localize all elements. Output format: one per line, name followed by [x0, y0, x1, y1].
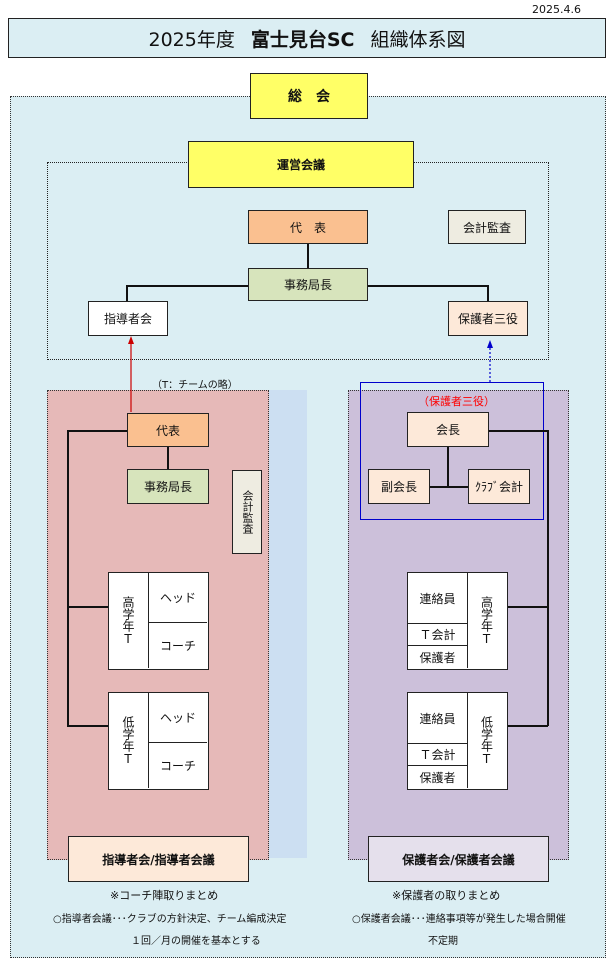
connector-line: [430, 486, 468, 488]
lower-head-cell: ヘッド: [149, 693, 207, 743]
team-abbrev-note: （T：チームの略）: [152, 380, 238, 391]
connector-line: [447, 447, 449, 487]
parents-lower-group: 連絡員 Ｔ会計 保護者 低学年T: [407, 692, 508, 790]
lower-team-treasurer-cell: Ｔ会計: [408, 744, 468, 766]
connector-line: [67, 725, 108, 727]
general-meeting-box: 総 会: [250, 73, 368, 119]
center-strip: [269, 390, 307, 858]
red-arrow-head: [128, 336, 134, 344]
connector-line: [67, 430, 127, 432]
management-meeting-box: 運営会議: [188, 141, 414, 188]
coaches-representative-box: 代表: [127, 413, 209, 447]
coaches-note-2: ○指導者会議･･･クラブの方針決定、チーム編成決定: [53, 914, 287, 925]
club-treasurer-box: ｸﾗﾌﾞ会計: [468, 469, 530, 504]
lower-coach-cell: コーチ: [149, 743, 207, 788]
parents-three-label: （保護者三役）: [418, 395, 495, 408]
parents-upper-group: 連絡員 Ｔ会計 保護者 高学年T: [407, 572, 508, 670]
connector-line: [368, 285, 488, 287]
coaches-lower-group: 低学年T ヘッド コーチ: [108, 692, 209, 790]
coaches-note-3: １回／月の開催を基本とする: [131, 936, 261, 947]
blue-arrow-head: [487, 340, 493, 348]
parents-note-2: ○保護者会議･･･連絡事項等が発生した場合開催: [352, 914, 566, 925]
vice-chair-box: 副会長: [368, 469, 430, 504]
upper-guardian-cell: 保護者: [408, 646, 468, 668]
parents-lower-group-label: 低学年T: [468, 693, 506, 788]
coaches-meeting-box: 指導者会/指導者会議: [68, 836, 249, 882]
connector-line: [126, 285, 128, 301]
title-subtitle: 組織体系図: [370, 28, 466, 51]
lower-guardian-cell: 保護者: [408, 766, 468, 788]
auditor-box: 会計監査: [448, 210, 526, 244]
upper-team-treasurer-cell: Ｔ会計: [408, 624, 468, 646]
parents-three-frame: [360, 382, 544, 520]
connector-line: [167, 447, 169, 469]
chair-box: 会長: [407, 412, 489, 447]
parents-meeting-box: 保護者会/保護者会議: [368, 836, 549, 882]
lower-liaison-cell: 連絡員: [408, 693, 468, 744]
upper-liaison-cell: 連絡員: [408, 573, 468, 624]
title-club: 富士見台SC: [250, 28, 355, 51]
coaches-note-1: ※コーチ陣取りまとめ: [110, 889, 219, 902]
parents-three-box: 保護者三役: [448, 301, 528, 336]
coaches-assoc-box: 指導者会: [88, 301, 168, 336]
lower-group-label: 低学年T: [109, 693, 149, 788]
connector-line: [489, 430, 548, 432]
representative-box: 代 表: [248, 210, 368, 244]
title-year: 2025年度: [148, 28, 235, 51]
coaches-auditor-box: 会計監査: [232, 470, 262, 554]
connector-line: [487, 285, 489, 301]
secretary-general-box: 事務局長: [248, 268, 368, 301]
upper-coach-cell: コーチ: [149, 623, 207, 668]
connector-line: [67, 606, 108, 608]
connector-line: [508, 606, 548, 608]
connector-line: [126, 285, 248, 287]
upper-head-cell: ヘッド: [149, 573, 207, 623]
upper-group-label: 高学年T: [109, 573, 149, 668]
coaches-upper-group: 高学年T ヘッド コーチ: [108, 572, 209, 670]
coaches-secretary-box: 事務局長: [127, 469, 209, 504]
date-label: 2025.4.6: [532, 3, 581, 16]
parents-upper-group-label: 高学年T: [468, 573, 506, 668]
connector-line: [307, 244, 309, 268]
connector-line: [67, 430, 69, 726]
page-title: 2025年度 富士見台SC 組織体系図: [8, 18, 606, 58]
connector-line: [508, 725, 548, 727]
connector-line: [547, 430, 549, 726]
parents-note-3: 不定期: [428, 936, 458, 947]
parents-note-1: ※保護者の取りまとめ: [392, 889, 501, 902]
